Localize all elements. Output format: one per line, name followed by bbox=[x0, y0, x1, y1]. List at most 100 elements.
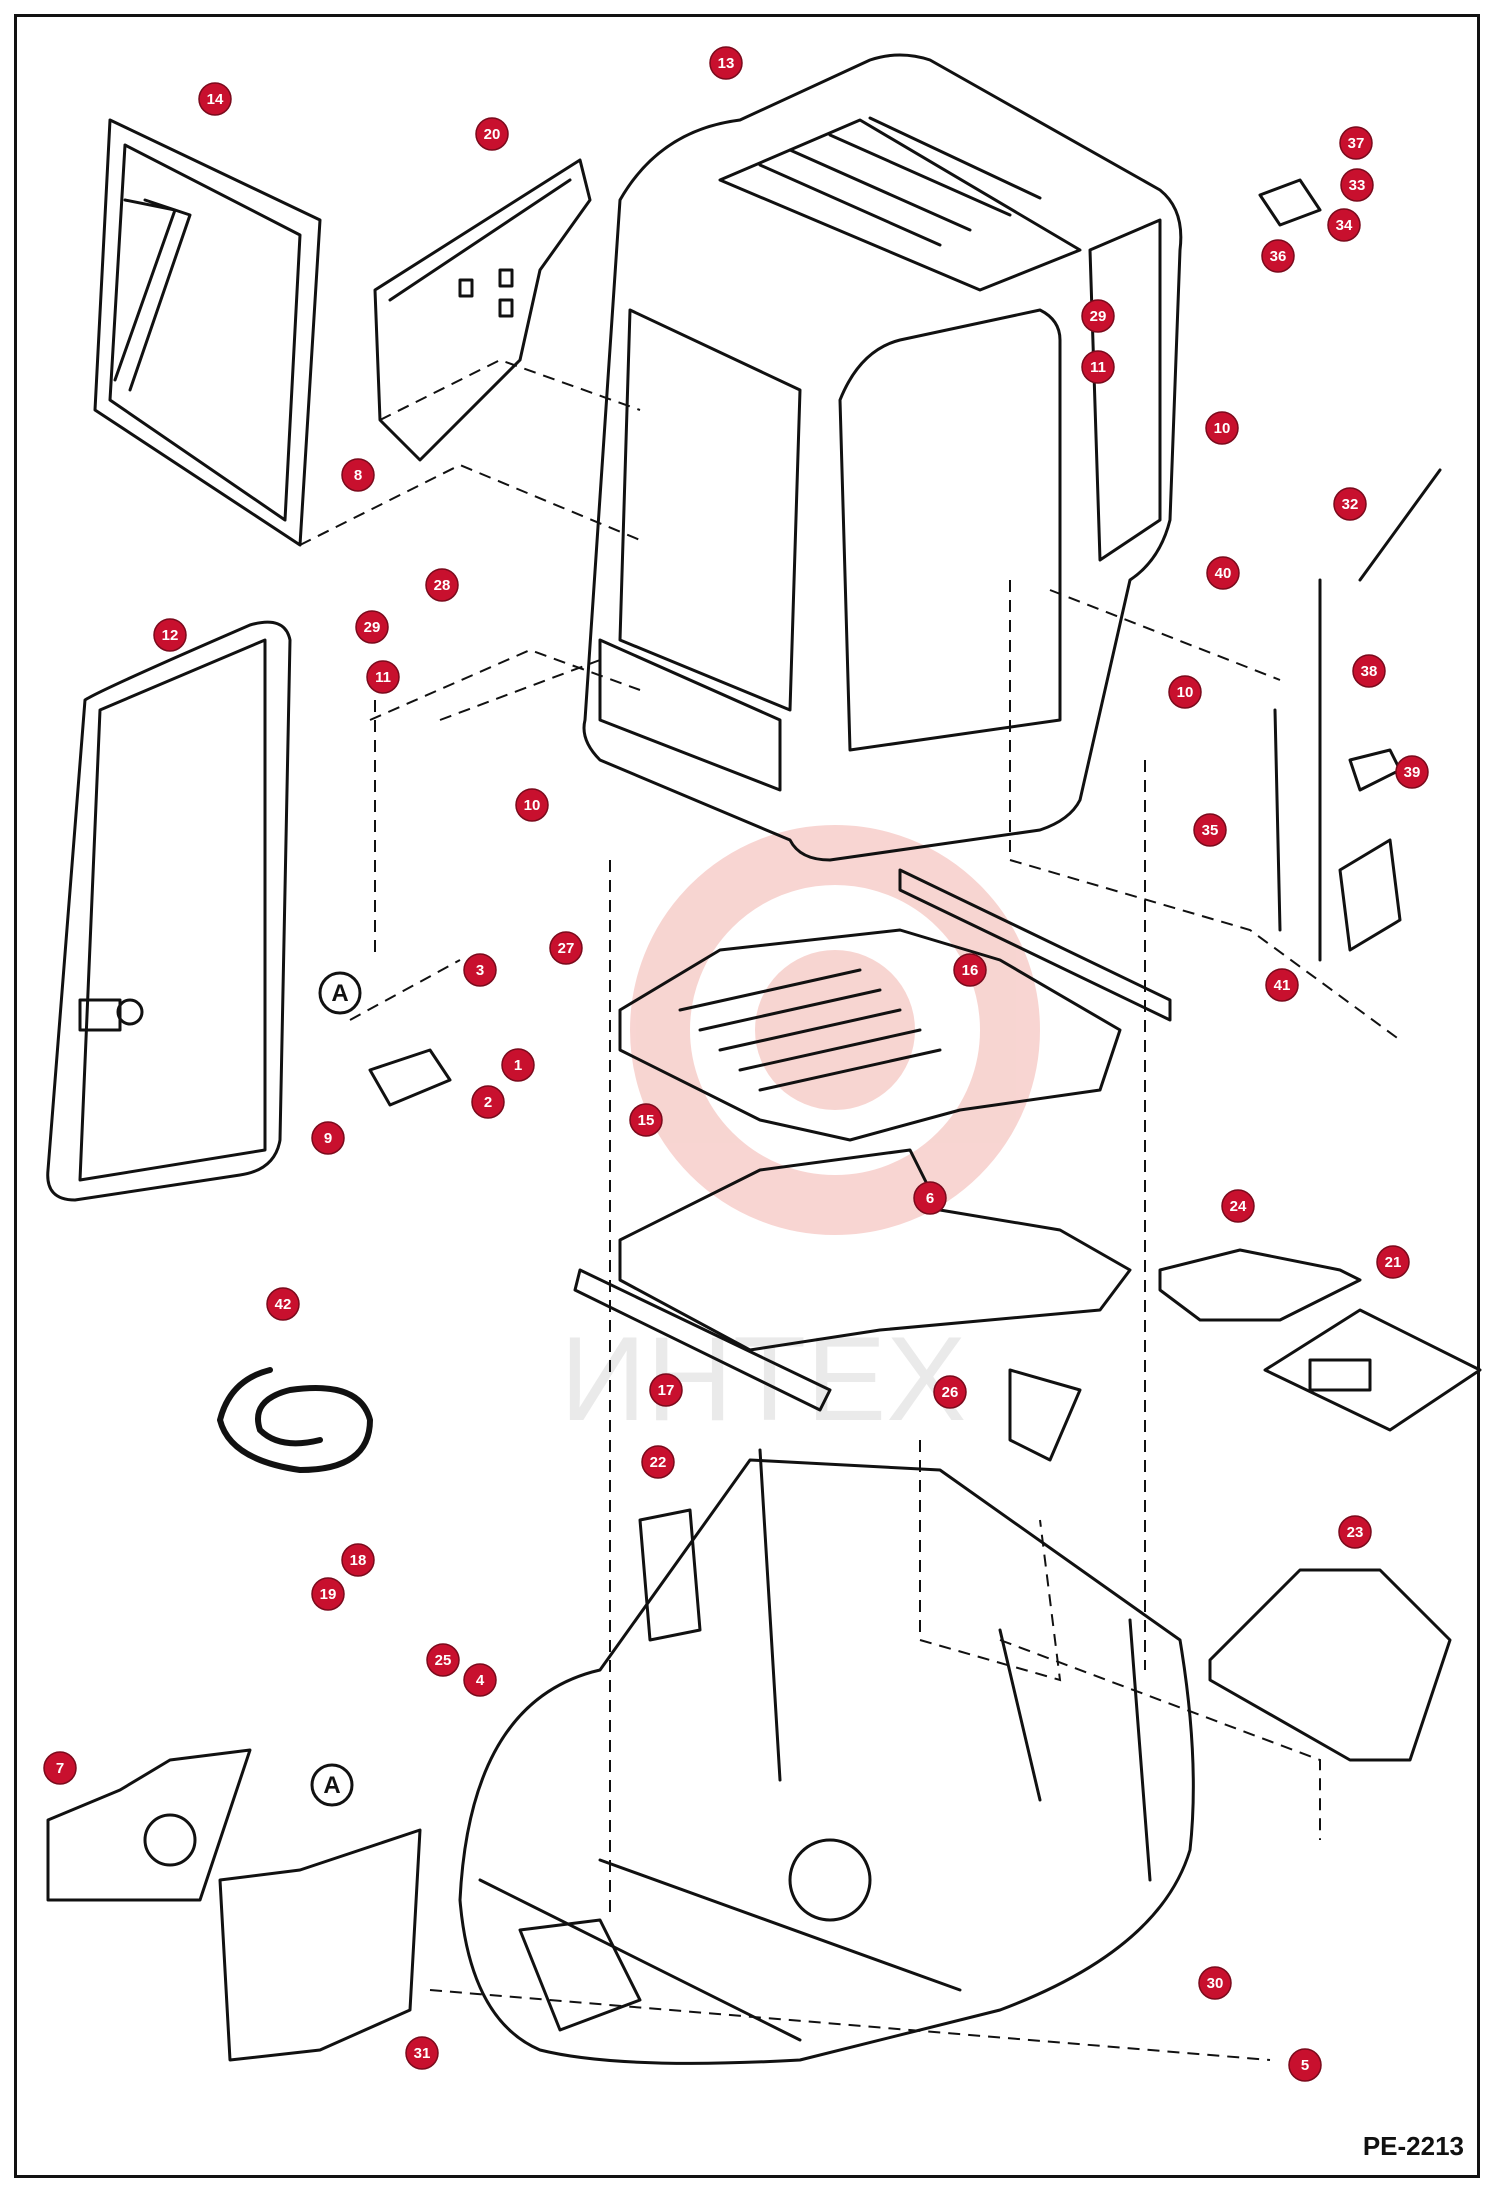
callout-number: 23 bbox=[1347, 1524, 1364, 1541]
callout-number: 20 bbox=[484, 126, 501, 143]
callout-badge-2[interactable]: 2 bbox=[471, 1085, 505, 1119]
callout-badge-21[interactable]: 21 bbox=[1376, 1245, 1410, 1279]
callout-circle bbox=[475, 117, 509, 151]
callout-badge-24[interactable]: 24 bbox=[1221, 1189, 1255, 1223]
callout-badge-13[interactable]: 13 bbox=[709, 46, 743, 80]
reference-marker-a: A bbox=[310, 1763, 354, 1807]
callout-badge-31[interactable]: 31 bbox=[405, 2036, 439, 2070]
callout-circle bbox=[501, 1048, 535, 1082]
callout-badge-17[interactable]: 17 bbox=[649, 1373, 683, 1407]
callout-badge-20[interactable]: 20 bbox=[475, 117, 509, 151]
callout-badge-8[interactable]: 8 bbox=[341, 458, 375, 492]
callout-circle bbox=[463, 1663, 497, 1697]
callout-number: 10 bbox=[1214, 420, 1231, 437]
callout-badge-26[interactable]: 26 bbox=[933, 1375, 967, 1409]
callout-number: 14 bbox=[207, 91, 224, 108]
callout-badge-19[interactable]: 19 bbox=[311, 1577, 345, 1611]
callout-badge-37[interactable]: 37 bbox=[1339, 126, 1373, 160]
callout-badge-10[interactable]: 10 bbox=[1205, 411, 1239, 445]
callout-badge-22[interactable]: 22 bbox=[641, 1445, 675, 1479]
callout-circle bbox=[153, 618, 187, 652]
callout-number: 13 bbox=[718, 55, 735, 72]
callout-badge-25[interactable]: 25 bbox=[426, 1643, 460, 1677]
callout-badge-5[interactable]: 5 bbox=[1288, 2048, 1322, 2082]
callout-circle bbox=[426, 1643, 460, 1677]
callout-badge-29[interactable]: 29 bbox=[355, 610, 389, 644]
reference-letter: A bbox=[323, 1772, 340, 1799]
cab-part-13 bbox=[582, 53, 1183, 862]
callout-number: 1 bbox=[514, 1057, 522, 1074]
callout-badge-29[interactable]: 29 bbox=[1081, 299, 1115, 333]
callout-badge-14[interactable]: 14 bbox=[198, 82, 232, 116]
callout-badge-10[interactable]: 10 bbox=[1168, 675, 1202, 709]
glass-part-14 bbox=[93, 118, 322, 547]
callout-number: 10 bbox=[1177, 684, 1194, 701]
rod-part-35 bbox=[1273, 708, 1282, 932]
callout-circle bbox=[1193, 813, 1227, 847]
callout-badge-11[interactable]: 11 bbox=[366, 660, 400, 694]
callout-badge-32[interactable]: 32 bbox=[1333, 487, 1367, 521]
callout-badge-38[interactable]: 38 bbox=[1352, 654, 1386, 688]
callout-number: 40 bbox=[1215, 565, 1232, 582]
callout-circle bbox=[933, 1375, 967, 1409]
callout-number: 36 bbox=[1270, 248, 1287, 265]
callout-badge-28[interactable]: 28 bbox=[425, 568, 459, 602]
callout-number: 39 bbox=[1404, 764, 1421, 781]
callout-number: 27 bbox=[558, 940, 575, 957]
hose-part-42 bbox=[217, 1367, 373, 1473]
callout-circle bbox=[1338, 1515, 1372, 1549]
callout-badge-6[interactable]: 6 bbox=[913, 1181, 947, 1215]
callout-circle bbox=[1261, 239, 1295, 273]
clip-part-38 bbox=[1348, 748, 1402, 792]
callout-badge-40[interactable]: 40 bbox=[1206, 556, 1240, 590]
callout-circle bbox=[709, 46, 743, 80]
callout-circle bbox=[1352, 654, 1386, 688]
callout-number: 29 bbox=[364, 619, 381, 636]
callout-number: 21 bbox=[1385, 1254, 1402, 1271]
callout-number: 22 bbox=[650, 1454, 667, 1471]
callout-badge-3[interactable]: 3 bbox=[463, 953, 497, 987]
callout-circle bbox=[515, 788, 549, 822]
callout-badge-30[interactable]: 30 bbox=[1198, 1966, 1232, 2000]
callout-number: 28 bbox=[434, 577, 451, 594]
callout-number: 33 bbox=[1349, 177, 1366, 194]
callout-circle bbox=[1081, 299, 1115, 333]
pad-part-22 bbox=[638, 1508, 702, 1642]
callout-circle bbox=[405, 2036, 439, 2070]
callout-badge-39[interactable]: 39 bbox=[1395, 755, 1429, 789]
callout-badge-18[interactable]: 18 bbox=[341, 1543, 375, 1577]
callout-badge-4[interactable]: 4 bbox=[463, 1663, 497, 1697]
callout-badge-42[interactable]: 42 bbox=[266, 1287, 300, 1321]
callout-badge-33[interactable]: 33 bbox=[1340, 168, 1374, 202]
callout-badge-35[interactable]: 35 bbox=[1193, 813, 1227, 847]
floor-part-15 bbox=[618, 868, 1172, 1142]
callout-badge-23[interactable]: 23 bbox=[1338, 1515, 1372, 1549]
wiper-part-32 bbox=[1318, 468, 1442, 962]
callout-circle bbox=[629, 1103, 663, 1137]
callout-number: 26 bbox=[942, 1384, 959, 1401]
callout-badge-11[interactable]: 11 bbox=[1081, 350, 1115, 384]
callout-badge-10[interactable]: 10 bbox=[515, 788, 549, 822]
strip-part-17 bbox=[573, 1268, 832, 1412]
callout-number: 16 bbox=[962, 962, 979, 979]
callout-circle bbox=[1339, 126, 1373, 160]
callout-badge-27[interactable]: 27 bbox=[549, 931, 583, 965]
callout-badge-15[interactable]: 15 bbox=[629, 1103, 663, 1137]
drawing-code: PE-2213 bbox=[1362, 2131, 1464, 2161]
callout-number: 11 bbox=[375, 669, 391, 686]
callout-number: 11 bbox=[1090, 359, 1106, 376]
callout-badge-34[interactable]: 34 bbox=[1327, 208, 1361, 242]
callout-number: 42 bbox=[275, 1296, 292, 1313]
callout-badge-12[interactable]: 12 bbox=[153, 618, 187, 652]
callout-number: 6 bbox=[926, 1190, 934, 1207]
callout-badge-9[interactable]: 9 bbox=[311, 1121, 345, 1155]
callout-badge-36[interactable]: 36 bbox=[1261, 239, 1295, 273]
callout-circle bbox=[1198, 1966, 1232, 2000]
callout-circle bbox=[1288, 2048, 1322, 2082]
callout-badge-16[interactable]: 16 bbox=[953, 953, 987, 987]
callout-badge-7[interactable]: 7 bbox=[43, 1751, 77, 1785]
callout-badge-41[interactable]: 41 bbox=[1265, 968, 1299, 1002]
callout-badge-1[interactable]: 1 bbox=[501, 1048, 535, 1082]
callout-number: 4 bbox=[476, 1672, 485, 1689]
